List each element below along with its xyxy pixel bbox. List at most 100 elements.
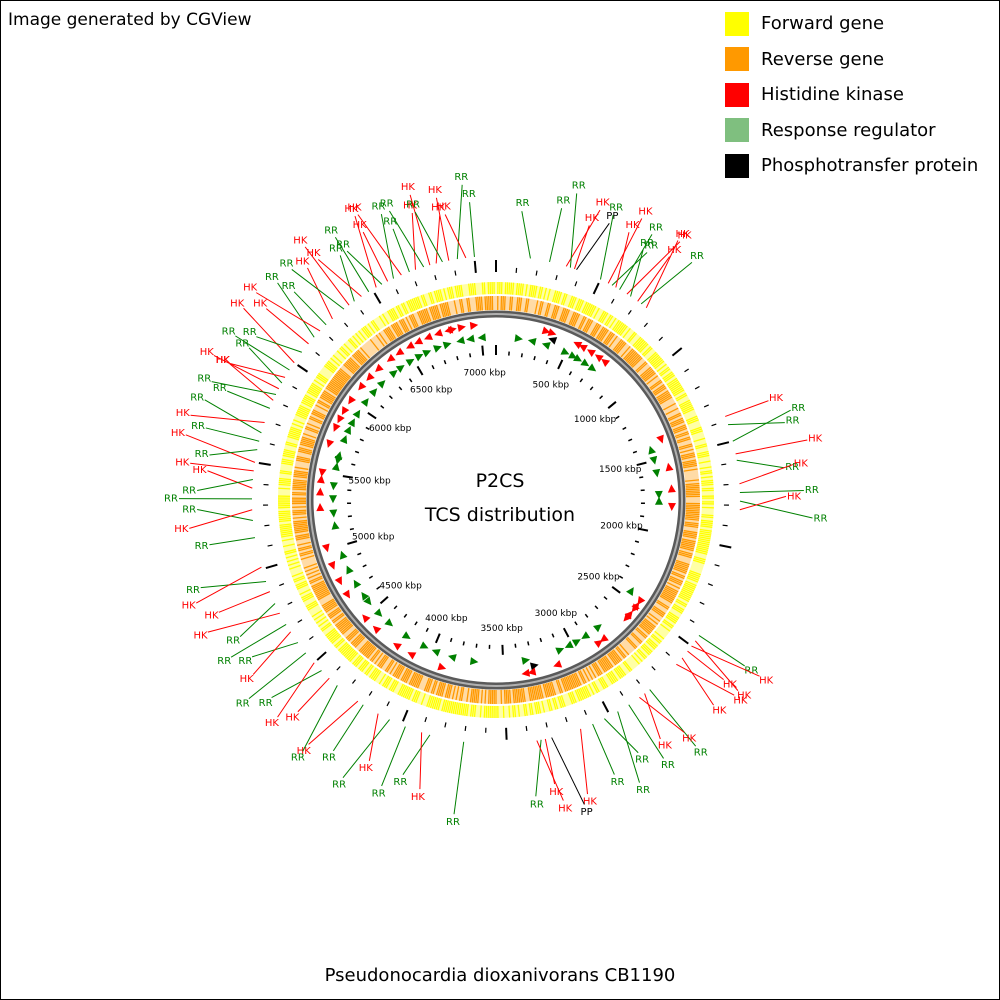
reverse-gene-mark [630,355,642,367]
forward-gene-mark [666,377,678,386]
hk-callout-line [218,591,271,613]
forward-gene-mark [444,700,449,713]
forward-gene-mark [667,612,679,621]
forward-gene-mark [282,452,295,457]
reverse-gene-mark [539,301,544,316]
inner-tick [365,426,370,431]
outer-tick [707,583,713,587]
inner-tick [398,386,403,391]
forward-gene-mark [637,648,648,659]
forward-gene-mark [589,305,597,318]
forward-gene-mark [288,432,301,437]
forward-gene-mark [347,650,357,661]
rr-marker [564,640,574,648]
rr-callout-line [698,635,745,667]
forward-gene-mark [700,525,713,528]
forward-gene-mark [700,519,714,523]
forward-gene-mark [695,548,708,553]
reverse-gene-mark [685,486,700,489]
rr-callout-line [342,719,390,778]
rr-callout-label: RR [785,462,799,473]
reverse-gene-mark [444,302,450,317]
hk-callout-label: HK [240,674,255,685]
hk-callout-label: HK [265,718,280,729]
forward-gene-mark [506,282,509,295]
reverse-gene-mark [317,592,331,601]
forward-gene-mark [524,284,528,297]
reverse-gene-mark [392,663,401,677]
rr-callout-line [227,390,271,409]
outer-tick [287,601,293,605]
inner-tick [527,641,530,646]
hk-marker [447,326,457,335]
forward-gene-mark [281,460,294,464]
reverse-gene-mark [542,683,548,698]
rr-callout-label: RR [371,202,385,213]
rr-callout-label: RR [182,485,196,496]
forward-gene-mark [281,537,294,542]
rr-callout-line [599,215,614,280]
reverse-gene-mark [292,482,307,486]
forward-gene-mark [287,435,300,441]
rr-marker [456,336,466,344]
reverse-gene-mark [339,621,352,632]
rr-callout-label: RR [324,225,338,236]
rr-marker [331,462,340,472]
hk-marker [668,502,677,512]
forward-gene-mark [399,684,406,696]
legend-item-phosphotransfer-protein: Phosphotransfer protein [725,148,978,184]
hk-callout-label: HK [759,676,774,687]
forward-gene-mark [699,466,712,470]
forward-gene-mark [673,389,685,397]
reverse-gene-mark [674,564,688,571]
forward-gene-mark [675,600,687,608]
reverse-gene-mark [337,370,349,381]
reverse-gene-mark [411,673,419,687]
rr-callout-label: RR [235,339,249,350]
hk-callout-line [207,612,280,633]
reverse-gene-mark [654,387,667,396]
inner-tick [639,476,644,479]
reverse-gene-mark [316,401,330,410]
reverse-gene-mark [631,632,643,643]
forward-gene-mark [281,458,294,463]
inner-tick [403,613,408,618]
reverse-gene-mark [678,549,693,555]
forward-gene-mark [278,514,291,517]
rr-callout-line [291,269,345,310]
rr-callout-label: RR [814,513,828,524]
reverse-gene-mark [640,621,653,632]
hk-marker [393,642,402,651]
rr-marker [521,657,531,665]
forward-gene-mark [280,532,293,536]
reverse-gene-mark [475,689,478,704]
forward-gene-mark [694,443,707,448]
inner-tick [456,356,459,361]
hk-callout-label: HK [253,298,268,309]
inner-tick [632,450,638,454]
reverse-gene-mark [665,407,679,416]
forward-gene-mark [681,588,693,596]
reverse-gene-mark [304,427,319,434]
reverse-gene-mark [309,415,323,423]
reverse-gene-mark [600,329,609,342]
forward-gene-mark [583,302,590,314]
forward-gene-mark [513,705,517,718]
reverse-gene-mark [408,671,416,685]
rr-callout-label: RR [182,505,196,516]
forward-gene-mark [697,454,710,459]
forward-gene-mark [698,534,711,538]
forward-gene-mark [311,382,323,391]
forward-gene-mark [402,302,409,314]
reverse-gene-mark [324,602,337,612]
reverse-gene-mark [299,443,314,449]
outer-tick [703,404,709,408]
reverse-gene-mark [306,422,321,430]
reverse-gene-mark [595,326,605,340]
pp-callout-label: PP [606,211,618,222]
forward-gene-mark [471,283,475,296]
reverse-gene-mark [684,524,699,529]
forward-gene-mark [696,450,709,455]
forward-gene-mark [303,396,315,403]
